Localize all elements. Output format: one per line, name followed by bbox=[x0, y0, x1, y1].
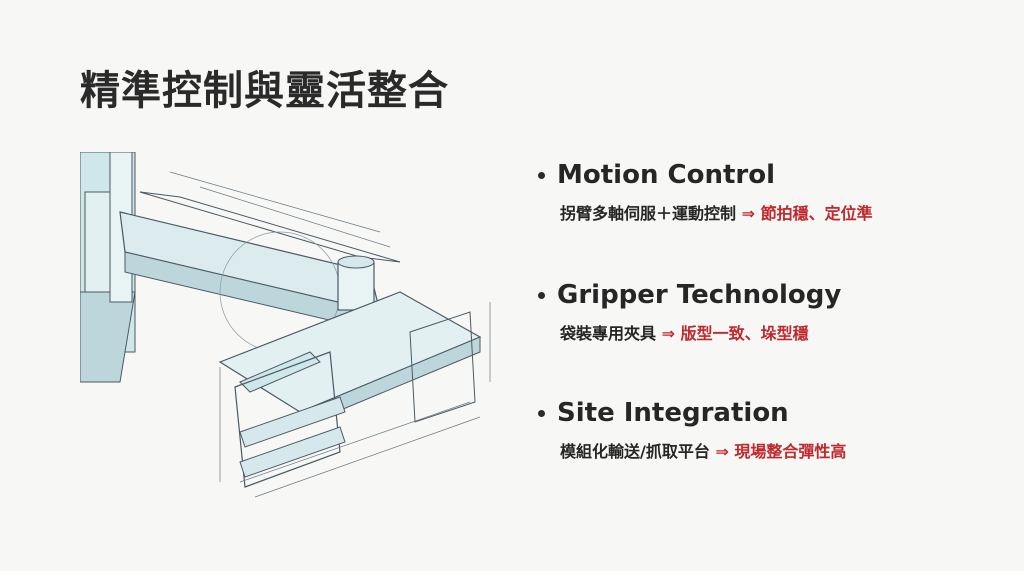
description-result: 現場整合彈性高 bbox=[734, 442, 847, 461]
bullet-description: 模組化輸送/抓取平台 ⇒ 現場整合彈性高 bbox=[560, 438, 846, 462]
bullet-dot-icon bbox=[538, 291, 545, 299]
description-result: 節拍穩、定位準 bbox=[760, 204, 873, 223]
bullet-heading: Motion Control bbox=[557, 160, 775, 190]
arrow-icon: ⇒ bbox=[661, 324, 675, 343]
bullet-item-site-integration: Site Integration 模組化輸送/抓取平台 ⇒ 現場整合彈性高 bbox=[538, 398, 846, 462]
bullet-dot-icon bbox=[538, 171, 545, 179]
bullet-heading: Gripper Technology bbox=[557, 280, 842, 310]
bullet-item-gripper-technology: Gripper Technology 袋裝專用夾具 ⇒ 版型一致、垛型穩 bbox=[538, 280, 841, 344]
arrow-icon: ⇒ bbox=[715, 442, 729, 461]
bullet-description: 拐臂多軸伺服＋運動控制 ⇒ 節拍穩、定位準 bbox=[560, 200, 873, 224]
arrow-icon: ⇒ bbox=[741, 204, 755, 223]
description-lead: 拐臂多軸伺服＋運動控制 bbox=[560, 204, 737, 223]
page-title: 精準控制與靈活整合 bbox=[80, 68, 449, 114]
bullet-heading: Site Integration bbox=[557, 398, 789, 428]
description-lead: 模組化輸送/抓取平台 bbox=[560, 442, 710, 461]
description-result: 版型一致、垛型穩 bbox=[680, 324, 809, 343]
gantry-robot-technical-drawing-icon bbox=[80, 152, 491, 498]
bullet-item-motion-control: Motion Control 拐臂多軸伺服＋運動控制 ⇒ 節拍穩、定位準 bbox=[538, 160, 873, 224]
bullet-dot-icon bbox=[538, 409, 545, 417]
description-lead: 袋裝專用夾具 bbox=[560, 324, 657, 343]
bullet-description: 袋裝專用夾具 ⇒ 版型一致、垛型穩 bbox=[560, 320, 841, 344]
